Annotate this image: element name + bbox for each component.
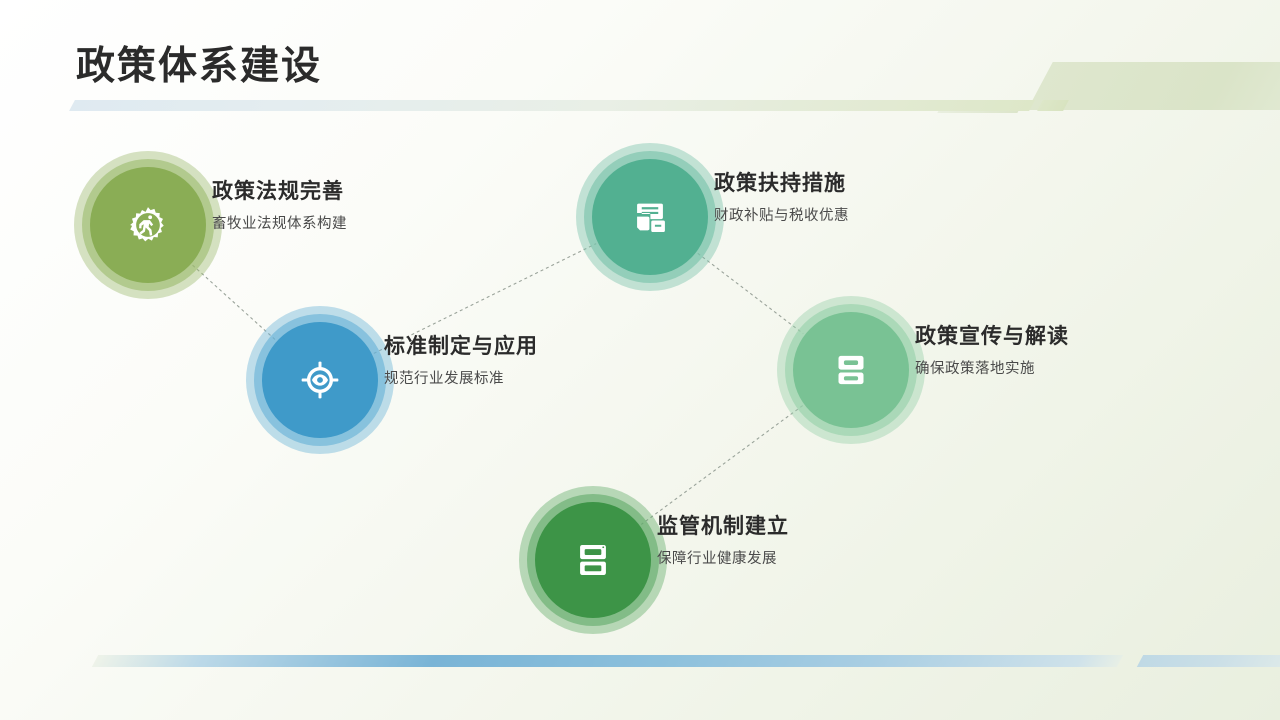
connector-policy-regulation-to-standard-formulation <box>192 264 276 341</box>
node-core-circle[interactable] <box>90 167 206 283</box>
drawer-unit-icon <box>831 350 871 390</box>
node-subtitle: 畜牧业法规体系构建 <box>212 216 347 233</box>
node-label-block: 政策法规完善畜牧业法规体系构建 <box>212 179 347 233</box>
node-core-circle[interactable] <box>793 312 909 428</box>
node-core-circle[interactable] <box>592 159 708 275</box>
node-core-circle[interactable] <box>262 322 378 438</box>
connector-policy-support-to-policy-promotion <box>697 252 804 335</box>
connector-standard-formulation-to-policy-support <box>373 243 597 354</box>
server-rack-icon <box>573 540 613 580</box>
gear-person-icon <box>128 205 168 245</box>
node-label-block: 监管机制建立保障行业健康发展 <box>657 514 789 568</box>
page-title: 政策体系建设 <box>76 45 323 88</box>
node-subtitle: 确保政策落地实施 <box>915 361 1035 378</box>
diagram-node-policy-promotion[interactable] <box>777 296 925 444</box>
node-subtitle: 财政补贴与税收优惠 <box>714 208 849 225</box>
node-core-circle[interactable] <box>535 502 651 618</box>
node-title: 监管机制建立 <box>657 515 789 538</box>
node-title: 政策法规完善 <box>212 180 344 203</box>
node-label-block: 标准制定与应用规范行业发展标准 <box>384 334 538 388</box>
diagram-node-standard-formulation[interactable] <box>246 306 394 454</box>
diagram-node-supervision-mechanism[interactable] <box>519 486 667 634</box>
diagram-node-policy-support[interactable] <box>576 143 724 291</box>
target-eye-icon <box>300 360 340 400</box>
node-label-block: 政策宣传与解读确保政策落地实施 <box>915 324 1069 378</box>
node-title: 标准制定与应用 <box>384 335 538 358</box>
node-title: 政策宣传与解读 <box>915 325 1069 348</box>
node-label-block: 政策扶持措施财政补贴与税收优惠 <box>714 171 849 225</box>
node-subtitle: 规范行业发展标准 <box>384 371 504 388</box>
node-subtitle: 保障行业健康发展 <box>657 551 777 568</box>
documents-stack-icon <box>630 197 670 237</box>
diagram-node-policy-regulation[interactable] <box>74 151 222 299</box>
node-title: 政策扶持措施 <box>714 172 846 195</box>
